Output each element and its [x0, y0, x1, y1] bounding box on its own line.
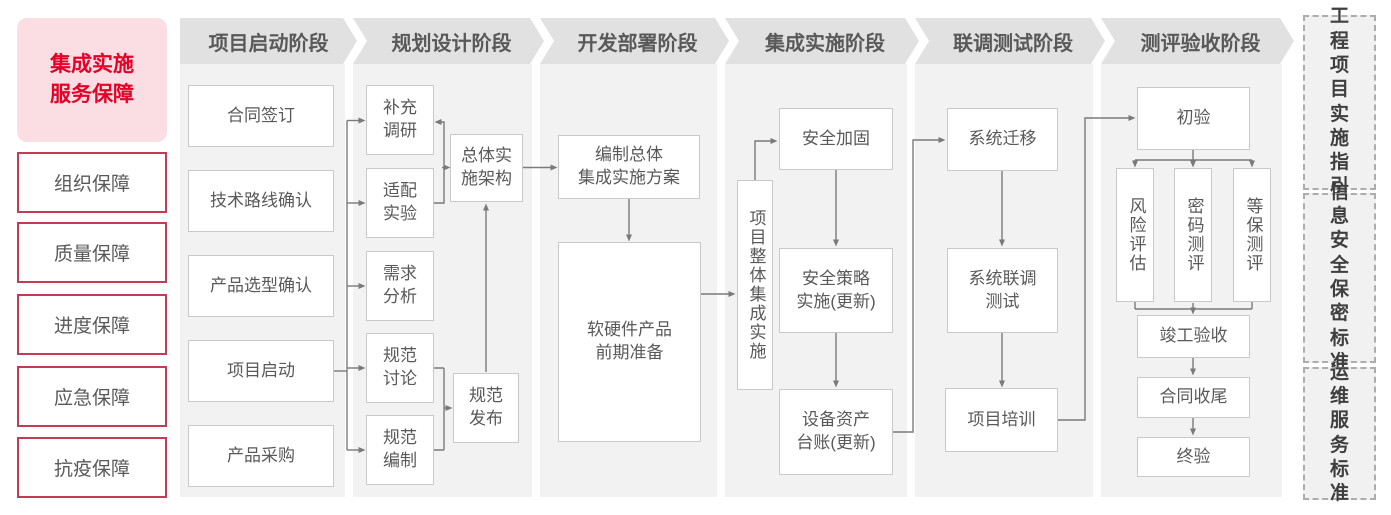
- standard-text: 工程项目实施指引: [1329, 6, 1353, 198]
- step-joint-debug-test: 系统联调 测试: [947, 248, 1058, 333]
- phase-header-project-start: 项目启动阶段: [180, 18, 357, 64]
- standard-text: 运维服务标准: [1329, 361, 1353, 505]
- step-project-training: 项目培训: [945, 388, 1058, 452]
- step-risk-assessment: 风险评估: [1116, 168, 1154, 302]
- phase-header-planning-design: 规划设计阶段: [353, 18, 544, 64]
- step-requirement-analysis: 需求 分析: [366, 251, 434, 321]
- step-overall-arch: 总体实 施架构: [450, 134, 523, 202]
- guarantee-schedule: 进度保障: [17, 294, 167, 355]
- step-contract-signing: 合同签订: [188, 85, 334, 147]
- step-asset-ledger: 设备资产 台账(更新): [779, 389, 893, 475]
- standard-ops-service: 运维服务标准: [1303, 362, 1376, 504]
- phase-header-integration: 集成实施阶段: [725, 18, 919, 64]
- panel-title-integration-service-guarantee: 集成实施 服务保障: [17, 18, 167, 142]
- step-spec-drafting: 规范 编制: [366, 415, 434, 485]
- step-hw-sw-preparation: 软硬件产品 前期准备: [558, 242, 701, 442]
- guarantee-emergency: 应急保障: [17, 366, 167, 427]
- guarantee-organization: 组织保障: [17, 152, 167, 213]
- guarantee-epidemic: 抗疫保障: [17, 437, 167, 498]
- step-overall-plan: 编制总体 集成实施方案: [558, 135, 700, 199]
- step-final-acceptance: 终验: [1137, 437, 1250, 477]
- phase-header-joint-test: 联调测试阶段: [915, 18, 1105, 64]
- step-product-procurement: 产品采购: [188, 425, 334, 487]
- step-spec-release: 规范 发布: [453, 373, 519, 443]
- step-project-kickoff: 项目启动: [188, 340, 334, 402]
- standard-project-implementation-guide: 工程项目实施指引: [1303, 6, 1376, 197]
- step-initial-acceptance: 初验: [1137, 87, 1250, 150]
- phase-header-eval-accept: 测评验收阶段: [1101, 18, 1294, 64]
- phase-header-dev-deploy: 开发部署阶段: [540, 18, 729, 64]
- step-adaptation-test: 适配 实验: [366, 168, 434, 238]
- guarantee-quality: 质量保障: [17, 222, 167, 283]
- standard-info-security-confidentiality: 信息安全保密标准: [1303, 182, 1376, 373]
- step-system-migration: 系统迁移: [947, 108, 1058, 171]
- step-tech-route-confirm: 技术路线确认: [188, 170, 334, 232]
- step-spec-discussion: 规范 讨论: [366, 333, 434, 403]
- standard-text: 信息安全保密标准: [1329, 181, 1353, 373]
- step-overall-integration: 项目整体集成实施: [737, 180, 773, 390]
- step-security-policy: 安全策略 实施(更新): [779, 248, 893, 333]
- step-product-selection: 产品选型确认: [188, 255, 334, 317]
- step-supplement-research: 补充 调研: [366, 85, 434, 155]
- step-completion-acceptance: 竣工验收: [1137, 315, 1250, 358]
- step-mlps-eval: 等保测评: [1233, 168, 1271, 302]
- step-contract-closure: 合同收尾: [1137, 377, 1250, 418]
- step-security-hardening: 安全加固: [779, 108, 893, 170]
- step-crypto-eval: 密码测评: [1174, 168, 1212, 302]
